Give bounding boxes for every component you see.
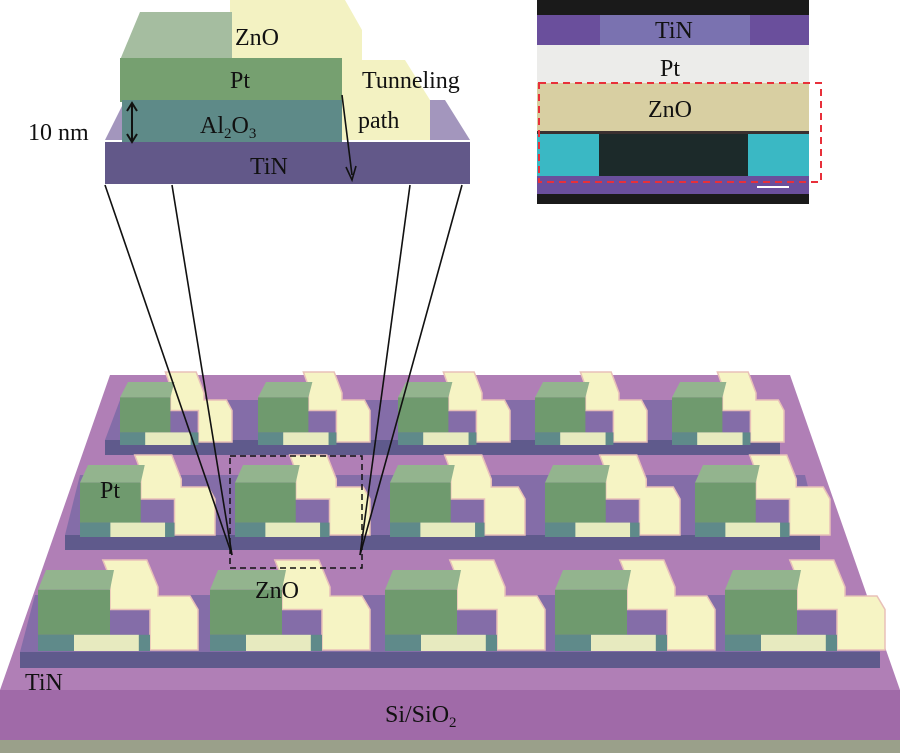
pt-electrode <box>390 482 451 523</box>
micro-label-pt: Pt <box>660 56 680 82</box>
pt-electrode <box>398 397 449 433</box>
array-label-pt: Pt <box>100 478 120 504</box>
pt-top <box>545 465 610 483</box>
memristor-cell <box>38 559 199 651</box>
zno-overlap <box>74 634 139 651</box>
pt-top <box>398 382 453 398</box>
micrograph-inset: TiN Pt ZnO <box>537 0 822 204</box>
zno-overlap <box>110 522 166 537</box>
zno-overlap <box>420 522 476 537</box>
array-label-zno: ZnO <box>255 578 299 604</box>
memristor-cell <box>385 559 546 651</box>
pt-top <box>535 382 590 398</box>
zno-overlap <box>560 432 606 445</box>
pt-electrode <box>385 589 457 635</box>
array-label-tin: TiN <box>25 670 63 696</box>
pt-electrode <box>80 482 141 523</box>
pt-electrode <box>555 589 627 635</box>
memristor-cell <box>398 371 511 445</box>
pt-top <box>210 570 286 590</box>
memristor-cell <box>258 371 371 445</box>
zno-overlap <box>265 522 321 537</box>
zno-overlap <box>283 432 329 445</box>
pt-electrode <box>258 397 309 433</box>
label-zno: ZnO <box>235 25 279 51</box>
pt-electrode <box>210 589 282 635</box>
zno-overlap <box>725 522 781 537</box>
pt-top <box>390 465 455 483</box>
array-label-substrate: Si/SiO2 <box>385 702 457 731</box>
tin-row-3 <box>20 559 886 668</box>
memristor-cell <box>210 559 371 651</box>
pt-electrode <box>695 482 756 523</box>
memristor-cell <box>390 454 526 537</box>
pt-top <box>385 570 461 590</box>
zno-overlap <box>145 432 191 445</box>
label-path: path <box>358 108 399 134</box>
selected-cell-box <box>229 455 363 569</box>
label-tunneling: Tunneling <box>362 68 460 94</box>
pt-electrode <box>725 589 797 635</box>
memristor-cell <box>725 559 886 651</box>
zno-overlap <box>575 522 631 537</box>
memristor-cell <box>545 454 681 537</box>
memristor-cell <box>535 371 648 445</box>
zno-overlap <box>246 634 311 651</box>
tin-strip-front <box>65 535 820 550</box>
pt-top <box>725 570 801 590</box>
tin-row-1 <box>105 371 785 455</box>
pt-top <box>695 465 760 483</box>
pt-electrode <box>235 482 296 523</box>
zno-overlap <box>761 634 826 651</box>
label-pt: Pt <box>230 68 250 94</box>
label-thickness: 10 nm <box>28 120 89 146</box>
pt-electrode <box>38 589 110 635</box>
memristor-cell <box>120 371 233 445</box>
pt-top <box>120 382 175 398</box>
pt-top <box>38 570 114 590</box>
label-tin: TiN <box>250 154 288 180</box>
pt-electrode <box>545 482 606 523</box>
zno-overlap <box>697 432 743 445</box>
zno-overlap <box>423 432 469 445</box>
tin-strip-front <box>20 652 880 668</box>
zno-overlap <box>421 634 486 651</box>
label-al2o3: Al2O3 <box>200 113 256 142</box>
memristor-cell <box>672 371 785 445</box>
pt-top <box>555 570 631 590</box>
pt-electrode <box>535 397 586 433</box>
memristor-cell <box>695 454 831 537</box>
micro-label-tin: TiN <box>655 18 693 44</box>
pt-top <box>672 382 727 398</box>
memristor-cell <box>80 454 216 537</box>
cross-section-schematic: ZnO Pt Al2O3 TiN 10 nm Tunneling path <box>28 0 470 184</box>
pt-top <box>80 465 145 483</box>
zoom-lines <box>104 184 463 556</box>
memristor-cell <box>555 559 716 651</box>
pt-electrode <box>120 397 171 433</box>
pt-electrode <box>672 397 723 433</box>
pt-top <box>235 465 300 483</box>
zno-overlap <box>591 634 656 651</box>
micro-label-zno: ZnO <box>648 97 692 123</box>
pt-top <box>258 382 313 398</box>
